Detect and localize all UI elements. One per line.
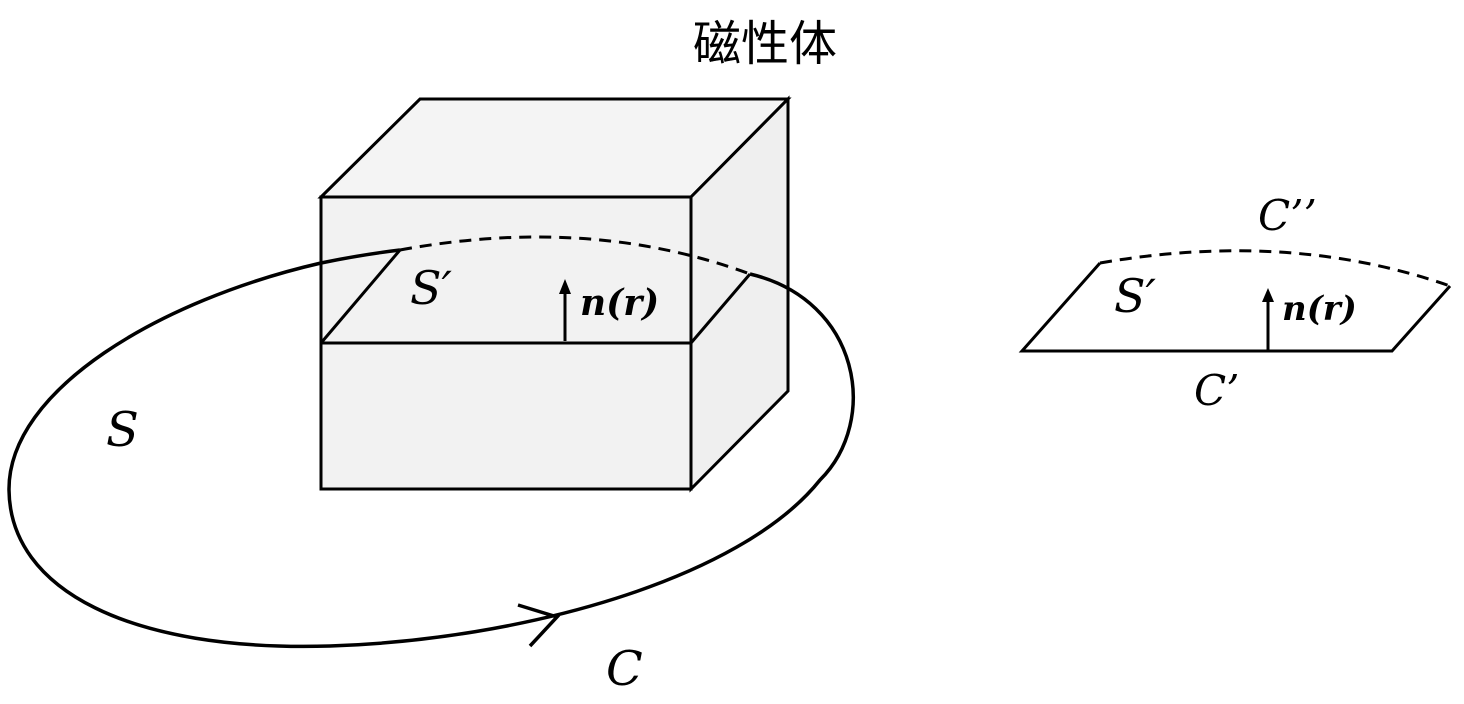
cross-section-left-edge	[319, 249, 402, 344]
normal-arrow-left-head	[559, 279, 571, 294]
surface-S-prime-boundary-C-double-prime	[1099, 249, 1451, 288]
label-normal-right: n(r)	[1282, 289, 1357, 329]
label-C-prime: C’	[1194, 366, 1240, 415]
loop-curve-C	[7, 248, 855, 649]
label-S-prime-right: S′	[1114, 269, 1157, 323]
label-C-double-prime: C’’	[1258, 191, 1317, 240]
cross-section-right-edge	[689, 273, 752, 344]
diagram-title: 磁性体	[693, 16, 837, 72]
surface-S-prime-boundary-C-prime	[1018, 262, 1452, 353]
label-S-prime-left: S′	[410, 261, 453, 315]
loop-direction-arrow	[517, 603, 561, 648]
normal-arrow-right-head	[1262, 288, 1274, 302]
label-S: S	[106, 402, 139, 458]
label-C: C	[606, 641, 643, 697]
loop-hidden-segment	[399, 235, 751, 276]
label-normal-left: n(r)	[580, 282, 659, 324]
